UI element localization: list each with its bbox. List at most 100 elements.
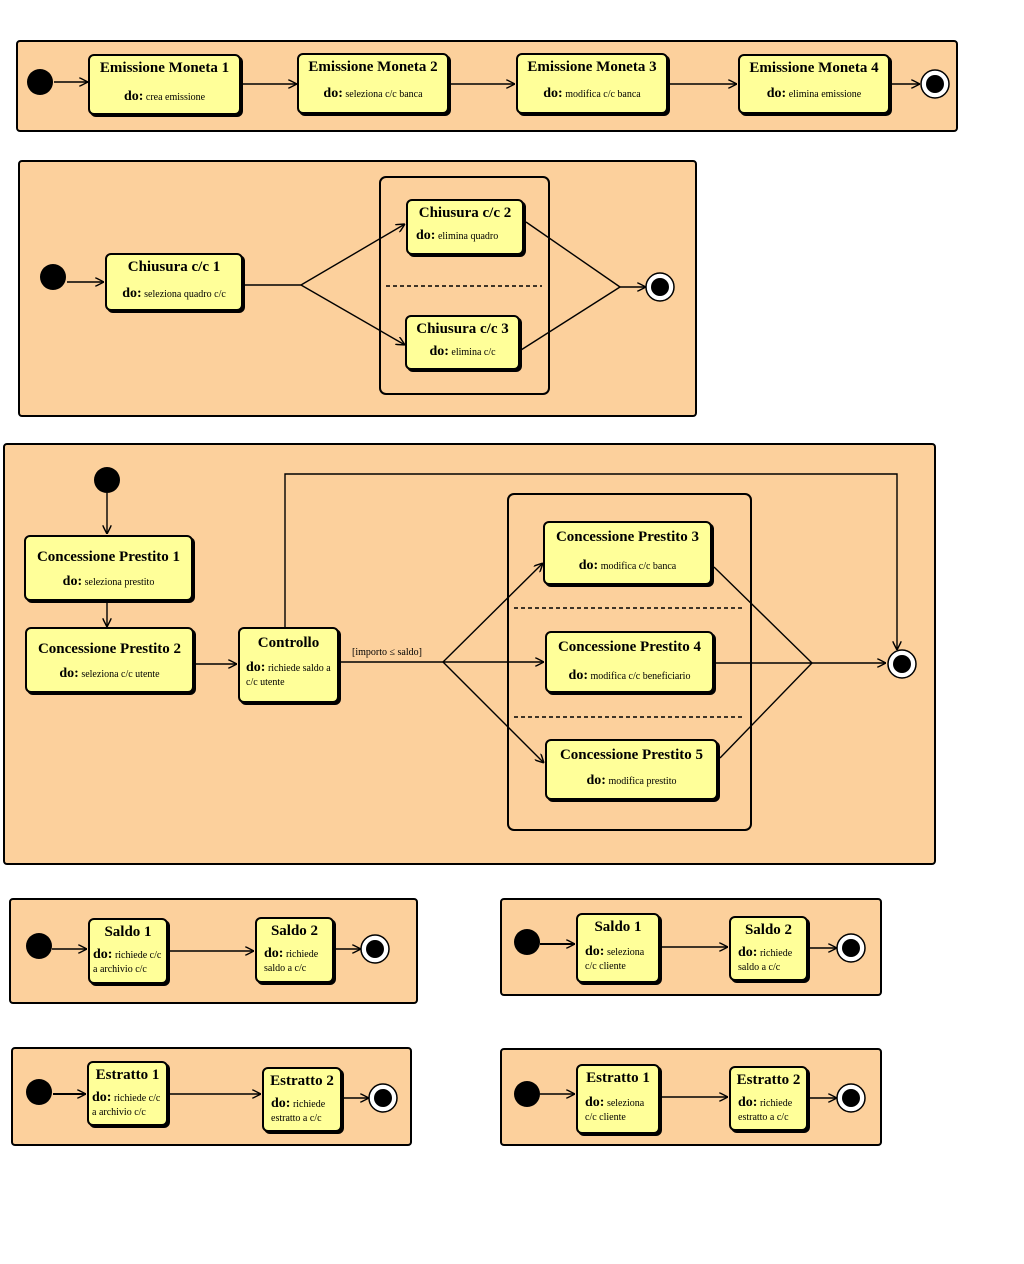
final-state-icon [887, 649, 917, 679]
state-activity: richiede estratto a c/c [738, 1098, 793, 1123]
state-concessione-prestito-4: Concessione Prestito 4 do: modifica c/c … [545, 631, 714, 693]
state-activity: seleziona c/c utente [81, 669, 160, 680]
state-activity: richiede c/c a archivio c/c [93, 950, 162, 975]
state-name: Concessione Prestito 3 [555, 529, 700, 545]
state-activity: seleziona quadro c/c [144, 289, 226, 300]
state-estratto-2-archivio: Estratto 2 do: richiede estratto a c/c [262, 1067, 342, 1132]
guard-condition: [importo ≤ saldo] [352, 647, 422, 658]
state-activity: modifica c/c banca [565, 89, 641, 100]
state-activity: crea emissione [145, 92, 206, 103]
state-name: Emissione Moneta 1 [99, 60, 230, 76]
state-name: Estratto 1 [95, 1067, 160, 1083]
do-keyword: do: [585, 1095, 605, 1110]
state-name: Emissione Moneta 2 [308, 59, 438, 75]
state-estratto-1-archivio: Estratto 1 do: richiede c/c a archivio c… [87, 1061, 168, 1126]
state-emissione-moneta-3: Emissione Moneta 3 do: modifica c/c banc… [516, 53, 668, 114]
state-concessione-prestito-2: Concessione Prestito 2 do: seleziona c/c… [25, 627, 194, 693]
state-estratto-2-cliente: Estratto 2 do: richiede estratto a c/c [729, 1066, 808, 1131]
state-name: Saldo 1 [594, 919, 642, 935]
state-name: Concessione Prestito 1 [36, 549, 181, 565]
state-activity: modifica prestito [608, 776, 677, 787]
state-saldo-1-archivio: Saldo 1 do: richiede c/c a archivio c/c [88, 918, 168, 984]
state-concessione-prestito-5: Concessione Prestito 5 do: modifica pres… [545, 739, 718, 800]
state-activity: richiede estratto a c/c [271, 1099, 326, 1124]
state-controllo: Controllo do: richiede saldo a c/c utent… [238, 627, 339, 703]
state-name: Concessione Prestito 2 [37, 641, 182, 657]
state-activity: modifica c/c beneficiario [590, 671, 691, 682]
state-name: Emissione Moneta 4 [749, 60, 879, 76]
state-name: Chiusura c/c 3 [416, 321, 509, 337]
do-keyword: do: [568, 668, 588, 683]
do-keyword: do: [578, 558, 599, 573]
state-activity: modifica c/c banca [600, 561, 677, 572]
state-activity: seleziona c/c banca [345, 89, 423, 100]
state-name: Concessione Prestito 5 [559, 747, 704, 763]
do-keyword: do: [543, 86, 563, 101]
initial-state-icon [40, 264, 66, 290]
state-name: Emissione Moneta 3 [527, 59, 657, 75]
do-keyword: do: [738, 945, 758, 960]
do-keyword: do: [271, 1096, 291, 1111]
do-keyword: do: [264, 946, 284, 961]
state-activity: elimina quadro [437, 231, 499, 242]
state-name: Saldo 1 [104, 924, 152, 940]
do-keyword: do: [585, 944, 605, 959]
state-activity: richiede saldo a c/c [264, 949, 319, 974]
state-concessione-prestito-1: Concessione Prestito 1 do: seleziona pre… [24, 535, 193, 601]
state-chiusura-cc-3: Chiusura c/c 3 do: elimina c/c [405, 315, 520, 370]
state-emissione-moneta-1: Emissione Moneta 1 do: crea emissione [88, 54, 241, 115]
do-keyword: do: [323, 86, 343, 101]
state-activity: richiede saldo a c/c [738, 948, 793, 973]
state-name: Estratto 2 [736, 1072, 801, 1088]
do-keyword: do: [429, 344, 449, 359]
state-name: Concessione Prestito 4 [557, 639, 702, 655]
chiusura-concurrent-region [379, 176, 550, 395]
do-keyword: do: [92, 1090, 112, 1105]
state-chiusura-cc-2: Chiusura c/c 2 do: elimina quadro [406, 199, 524, 255]
panel-estratto-archivio [11, 1047, 412, 1146]
state-concessione-prestito-3: Concessione Prestito 3 do: modifica c/c … [543, 521, 712, 585]
final-state-icon [836, 933, 866, 963]
final-state-icon [368, 1083, 398, 1113]
state-name: Chiusura c/c 1 [127, 259, 221, 275]
state-saldo-2-archivio: Saldo 2 do: richiede saldo a c/c [255, 917, 334, 983]
do-keyword: do: [62, 574, 83, 589]
state-activity: richiede saldo a c/c utente [246, 663, 331, 688]
do-keyword: do: [122, 286, 142, 301]
do-keyword: do: [416, 228, 436, 243]
do-keyword: do: [123, 89, 144, 104]
state-activity: richiede c/c a archivio c/c [92, 1093, 161, 1118]
state-saldo-2-cliente: Saldo 2 do: richiede saldo a c/c [729, 916, 808, 981]
state-name: Chiusura c/c 2 [418, 205, 512, 221]
state-name: Saldo 2 [744, 922, 793, 938]
do-keyword: do: [59, 666, 79, 681]
final-state-icon [360, 934, 390, 964]
initial-state-icon [27, 69, 53, 95]
state-activity: elimina emissione [788, 89, 862, 100]
final-state-icon [920, 69, 950, 99]
state-chiusura-cc-1: Chiusura c/c 1 do: seleziona quadro c/c [105, 253, 243, 311]
initial-state-icon [514, 1081, 540, 1107]
state-saldo-1-cliente: Saldo 1 do: seleziona c/c cliente [576, 913, 660, 983]
state-name: Estratto 1 [586, 1070, 650, 1086]
do-keyword: do: [586, 773, 606, 788]
state-name: Controllo [257, 635, 320, 651]
state-activity: elimina c/c [451, 347, 496, 358]
initial-state-icon [94, 467, 120, 493]
do-keyword: do: [738, 1095, 758, 1110]
do-keyword: do: [246, 660, 266, 675]
do-keyword: do: [766, 86, 787, 101]
state-activity: seleziona c/c cliente [585, 1098, 645, 1123]
state-estratto-1-cliente: Estratto 1 do: seleziona c/c cliente [576, 1064, 660, 1134]
do-keyword: do: [93, 947, 113, 962]
final-state-icon [645, 272, 675, 302]
state-emissione-moneta-4: Emissione Moneta 4 do: elimina emissione [738, 54, 890, 114]
initial-state-icon [26, 1079, 52, 1105]
state-name: Estratto 2 [270, 1073, 334, 1089]
state-name: Saldo 2 [270, 923, 319, 939]
final-state-icon [836, 1083, 866, 1113]
initial-state-icon [26, 933, 52, 959]
state-activity: seleziona prestito [84, 577, 155, 588]
initial-state-icon [514, 929, 540, 955]
